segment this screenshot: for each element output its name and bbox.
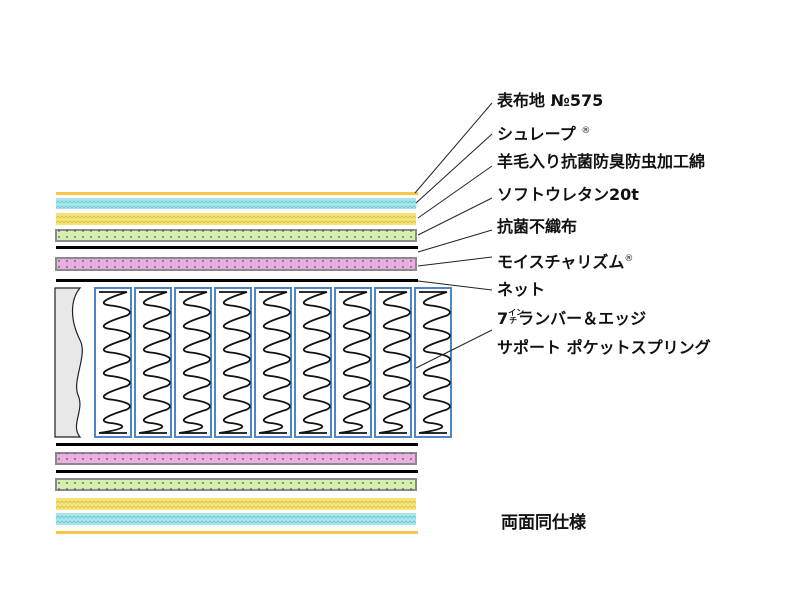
moischarism-text: モイスチャリズム bbox=[497, 252, 625, 272]
label-cover-fabric: 表布地 №575 bbox=[497, 91, 603, 111]
coil-spring bbox=[298, 291, 331, 434]
pocket-spring-case bbox=[414, 287, 452, 438]
pocket-spring-case bbox=[294, 287, 332, 438]
label-shurape: シュレープ ® bbox=[497, 121, 590, 144]
label-soft-urethane: ソフトウレタン20t bbox=[497, 185, 639, 205]
label-net: ネット bbox=[497, 280, 545, 300]
both-sides-text: 両面同仕様 bbox=[501, 513, 586, 533]
spring-line1-text: ランバー＆エッジ bbox=[518, 309, 647, 328]
wool-text: 羊毛入り抗菌防臭防虫加工綿 bbox=[497, 152, 706, 171]
coil-spring bbox=[138, 291, 171, 434]
leader-line bbox=[414, 102, 493, 194]
label-nonwoven: 抗菌不織布 bbox=[497, 217, 577, 237]
registered-mark: ® bbox=[624, 254, 634, 264]
label-spring-line1: 7インチランバー＆エッジ bbox=[497, 309, 646, 329]
wool-cotton-layer-bottom-texture bbox=[56, 498, 416, 510]
net-layer bbox=[56, 279, 418, 282]
leader-line bbox=[417, 165, 493, 219]
coil-spring bbox=[98, 291, 131, 434]
net-layer-bottom bbox=[56, 443, 418, 446]
leader-line bbox=[417, 229, 493, 253]
coil-spring bbox=[178, 291, 211, 434]
net-text: ネット bbox=[497, 280, 546, 299]
pocket-spring-case bbox=[94, 287, 132, 438]
nonwoven-text: 抗菌不織布 bbox=[497, 217, 578, 236]
leader-line bbox=[417, 256, 493, 267]
label-both-sides: 両面同仕様 bbox=[501, 513, 586, 533]
pocket-spring-case bbox=[174, 287, 212, 438]
pocket-spring-case bbox=[214, 287, 252, 438]
spring-num: 7 bbox=[497, 309, 509, 328]
inch-unit: インチ bbox=[508, 309, 524, 325]
inch-top: イン bbox=[508, 308, 525, 317]
nonwoven-layer-bottom bbox=[56, 470, 418, 473]
moischarism-layer-bottom-texture bbox=[56, 453, 416, 464]
leader-line bbox=[417, 280, 493, 291]
label-spring-line2: サポート ポケットスプリング bbox=[497, 338, 711, 358]
nonwoven-layer bbox=[56, 246, 418, 249]
coil-spring bbox=[218, 291, 251, 434]
urethane-layer-texture bbox=[56, 230, 416, 241]
pocket-spring-case bbox=[334, 287, 372, 438]
coil-spring bbox=[338, 291, 371, 434]
wool-cotton-layer-texture bbox=[56, 213, 416, 225]
urethane-text: ソフトウレタン20t bbox=[497, 185, 639, 204]
label-moischarism: モイスチャリズム® bbox=[497, 249, 633, 272]
urethane-layer-bottom-texture bbox=[56, 479, 416, 490]
leader-line bbox=[415, 133, 493, 204]
coil-spring bbox=[418, 291, 451, 434]
pocket-spring-case bbox=[374, 287, 412, 438]
spring-line2-text: サポート ポケットスプリング bbox=[497, 338, 711, 357]
shurape-text: シュレープ bbox=[497, 124, 576, 144]
cover-text: 表布地 №575 bbox=[497, 91, 604, 110]
coil-spring bbox=[258, 291, 291, 434]
coil-spring bbox=[378, 291, 411, 434]
moischarism-layer-texture bbox=[56, 258, 416, 270]
pocket-spring-case bbox=[134, 287, 172, 438]
inch-bottom: チ bbox=[509, 316, 518, 325]
shurape-layer-texture bbox=[56, 198, 416, 209]
registered-mark: ® bbox=[581, 126, 591, 136]
leader-line bbox=[417, 197, 493, 236]
edge-support bbox=[54, 287, 83, 438]
label-wool-cotton: 羊毛入り抗菌防臭防虫加工綿 bbox=[497, 152, 705, 172]
cover-fabric-layer-bottom bbox=[56, 531, 418, 534]
pocket-spring-case bbox=[254, 287, 292, 438]
shurape-layer-bottom-texture bbox=[56, 513, 416, 525]
leader-line bbox=[415, 329, 493, 369]
cover-fabric-layer bbox=[56, 192, 418, 195]
